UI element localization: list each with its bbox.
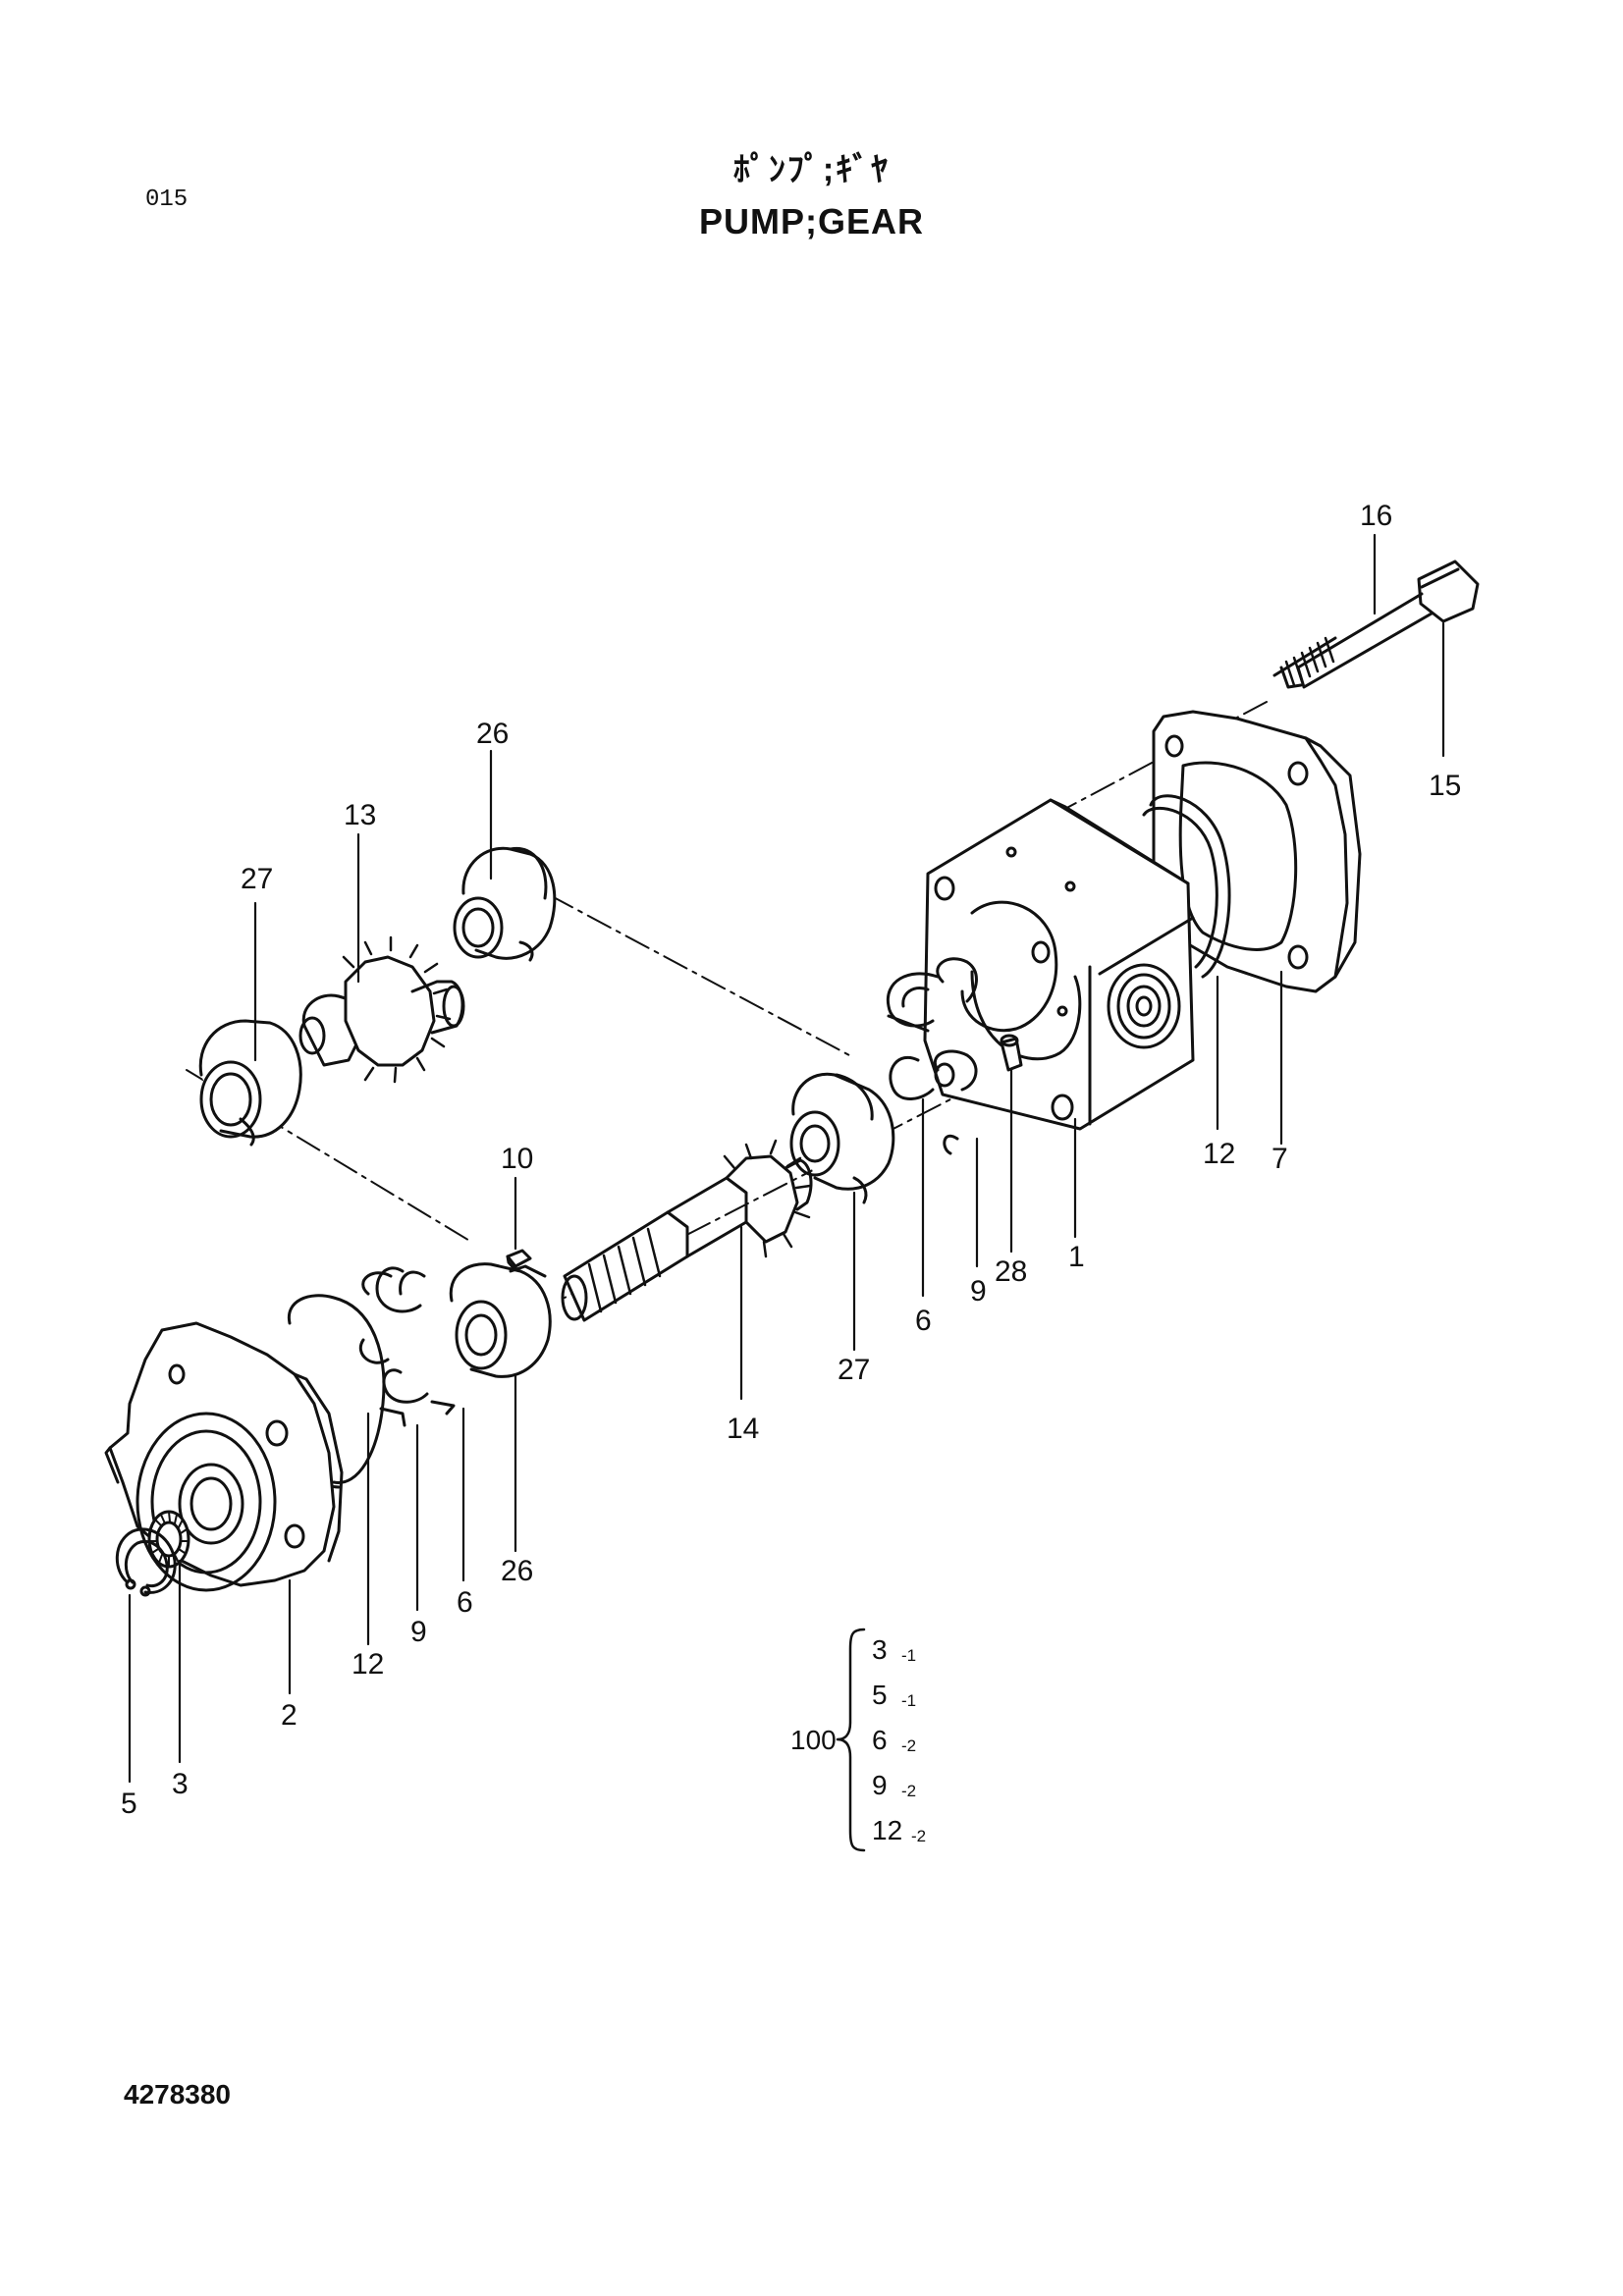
callout-1: 1 — [1068, 1241, 1085, 1273]
callout-5: 5 — [121, 1788, 137, 1820]
pump-body-part-1 — [923, 798, 1195, 1131]
callout-28: 28 — [995, 1255, 1027, 1288]
callout-13: 13 — [344, 799, 376, 831]
callout-26-upper: 26 — [476, 718, 509, 750]
kit-item-qty: -2 — [901, 1782, 916, 1800]
oil-seal-part-3 — [147, 1510, 190, 1569]
kit-item-part: 3 — [872, 1634, 888, 1665]
callout-9-front: 9 — [410, 1616, 427, 1648]
callout-3: 3 — [172, 1768, 189, 1800]
bushing-part-26-lower — [449, 1262, 552, 1378]
callout-12-front: 12 — [352, 1648, 384, 1681]
page-number: 015 — [145, 187, 189, 213]
backup-ring-part-9-front — [359, 1271, 406, 1427]
backup-ring-part-9-rear — [934, 957, 978, 1155]
callout-2: 2 — [281, 1699, 298, 1732]
bolt-part-16 — [1272, 560, 1480, 689]
seal-part-6-front — [375, 1266, 456, 1415]
leader-lines — [128, 533, 1445, 1784]
kit-item-part: 12 — [872, 1815, 902, 1845]
kit-item-part: 5 — [872, 1680, 888, 1710]
bushing-part-27-lower — [789, 1072, 895, 1204]
dowel-pin-part-28 — [1000, 1034, 1023, 1072]
document-number: 4278380 — [124, 2079, 232, 2109]
title-japanese: ﾎﾟﾝﾌﾟ;ｷﾞﾔ — [732, 151, 891, 188]
callout-10: 10 — [501, 1143, 533, 1175]
kit-bracket — [836, 1628, 866, 1852]
callout-6-rear: 6 — [915, 1305, 932, 1337]
kit-item-qty: -2 — [901, 1736, 916, 1755]
kit-item-qty: -1 — [901, 1691, 916, 1710]
bushing-part-26-upper — [453, 846, 557, 962]
kit-item-part: 6 — [872, 1725, 888, 1755]
snap-ring-part-5 — [115, 1527, 177, 1597]
o-ring-part-12-rear — [1142, 794, 1231, 979]
callout-12-rear: 12 — [1203, 1138, 1235, 1170]
kit-list: 100 3 -1 5 -1 6 -2 9 -2 12 -2 — [790, 1634, 926, 1845]
bushing-part-27-upper — [198, 1019, 302, 1147]
callout-14: 14 — [727, 1413, 759, 1445]
callout-15: 15 — [1429, 770, 1461, 802]
callout-27-lower: 27 — [838, 1354, 870, 1386]
callout-27-upper: 27 — [241, 863, 273, 895]
callout-16: 16 — [1360, 500, 1392, 532]
callout-6-front: 6 — [457, 1586, 473, 1619]
kit-label: 100 — [790, 1725, 837, 1755]
seal-part-6-rear — [886, 972, 940, 1100]
callout-9-rear: 9 — [970, 1275, 987, 1308]
kit-item-qty: -1 — [901, 1646, 916, 1665]
drive-shaft-part-14 — [561, 1139, 813, 1322]
callout-7: 7 — [1271, 1143, 1288, 1175]
kit-item-qty: -2 — [911, 1827, 926, 1845]
callout-26-lower: 26 — [501, 1555, 533, 1587]
kit-item-part: 9 — [872, 1770, 888, 1800]
driven-gear-part-13 — [298, 935, 465, 1084]
front-flange-part-2 — [104, 1321, 344, 1592]
title-english: PUMP;GEAR — [698, 201, 924, 241]
